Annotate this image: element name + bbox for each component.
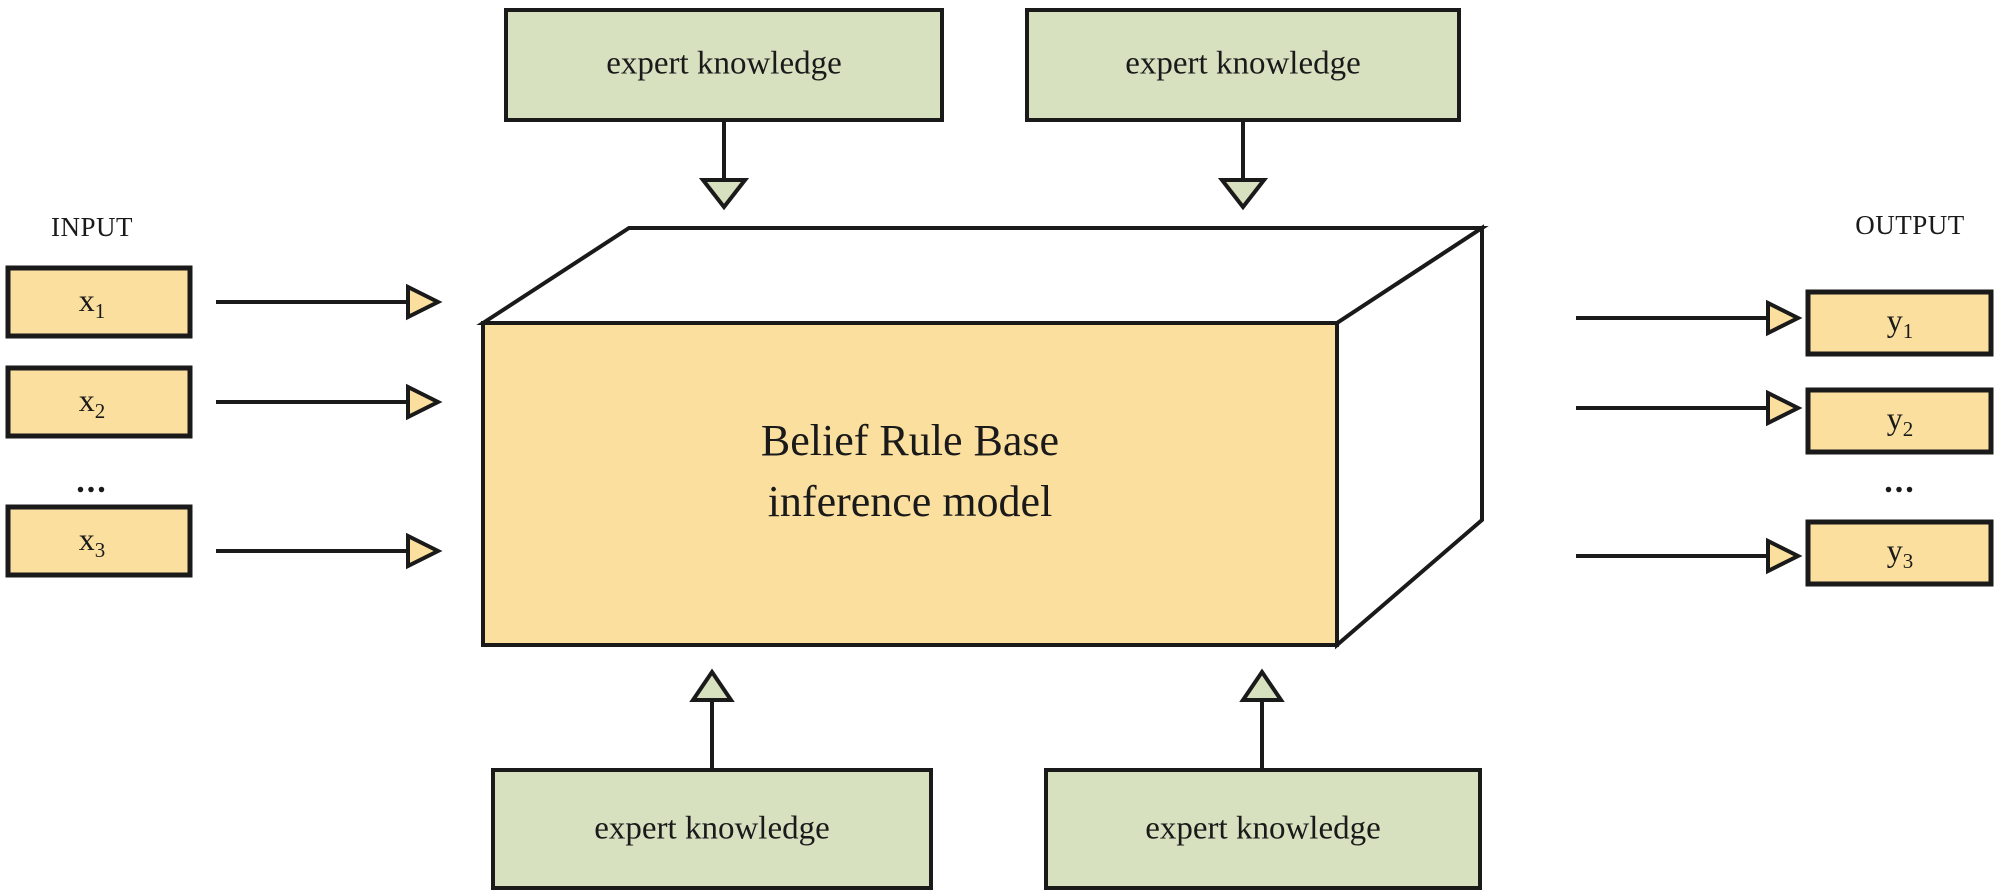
input-box-rect[interactable] [5, 265, 193, 339]
expert-box-label: expert knowledge [1145, 811, 1381, 847]
input-box-rect[interactable] [5, 365, 193, 439]
expert-box-label: expert knowledge [1125, 46, 1361, 82]
input-var-subscript: 3 [95, 538, 106, 562]
output-ellipsis: ... [1884, 463, 1916, 500]
expert-knowledge-bottom-right[interactable]: expert knowledge [1044, 768, 1482, 890]
output-var-subscript: 2 [1903, 417, 1914, 441]
input-var-base: x [79, 382, 95, 418]
input-var-subscript: 1 [95, 299, 106, 323]
arrow-head-right-icon [1766, 299, 1803, 337]
output-heading: OUTPUT [1855, 210, 1965, 240]
arrow-head-right-icon [406, 532, 443, 570]
expert-knowledge-top-left[interactable]: expert knowledge [504, 8, 944, 122]
arrow-head-right-icon [406, 283, 443, 321]
expert-box-rect[interactable] [504, 8, 944, 122]
output-item-y1[interactable]: y1 [1805, 289, 1994, 357]
input-var-base: x [79, 521, 95, 557]
expert-box-rect[interactable] [1025, 8, 1461, 122]
expert-knowledge-top-right[interactable]: expert knowledge [1025, 8, 1461, 122]
output-box-rect[interactable] [1805, 387, 1994, 455]
expert-box-rect[interactable] [491, 768, 933, 890]
core-label-line2: inference model [768, 477, 1053, 526]
arrow-expert-bottom-right-up [1239, 668, 1285, 770]
arrow-head-down-icon [1217, 178, 1269, 211]
arrow-head-up-icon [1239, 668, 1285, 702]
output-var-subscript: 1 [1903, 319, 1914, 343]
expert-knowledge-bottom-left[interactable]: expert knowledge [491, 768, 933, 890]
output-box-label: y2 [1887, 400, 1914, 440]
input-item-x3[interactable]: x3 [5, 504, 193, 578]
input-box-rect[interactable] [5, 504, 193, 578]
belief-rule-base-cuboid[interactable]: Belief Rule Base inference model [476, 224, 1489, 650]
arrow-head-right-icon [1766, 389, 1803, 427]
expert-box-label: expert knowledge [606, 46, 842, 82]
arrow-input-x1-to-core [216, 283, 443, 321]
input-var-base: x [79, 282, 95, 318]
expert-box-label: expert knowledge [594, 811, 830, 847]
arrow-expert-top-right-down [1217, 120, 1269, 211]
output-box-rect[interactable] [1805, 519, 1994, 587]
output-var-base: y [1887, 532, 1903, 568]
arrow-input-x2-to-core [216, 383, 443, 421]
output-item-y2[interactable]: y2 [1805, 387, 1994, 455]
output-item-y3[interactable]: y3 [1805, 519, 1994, 587]
input-heading: INPUT [51, 212, 133, 242]
expert-box-rect[interactable] [1044, 768, 1482, 890]
arrow-head-right-icon [1766, 537, 1803, 575]
output-box-rect[interactable] [1805, 289, 1994, 357]
arrow-head-up-icon [689, 668, 735, 702]
input-item-x2[interactable]: x2 [5, 365, 193, 439]
arrow-expert-bottom-left-up [689, 668, 735, 770]
core-label-line1: Belief Rule Base [761, 416, 1059, 465]
cuboid-front-face[interactable] [481, 321, 1339, 647]
arrow-expert-top-left-down [698, 120, 750, 211]
output-box-label: y1 [1887, 302, 1914, 342]
arrow-core-to-output-y1 [1576, 299, 1803, 337]
output-var-base: y [1887, 400, 1903, 436]
arrow-head-right-icon [406, 383, 443, 421]
output-var-subscript: 3 [1903, 549, 1914, 573]
input-box-label: x3 [79, 521, 106, 561]
input-ellipsis: ... [76, 463, 108, 500]
input-var-subscript: 2 [95, 399, 106, 423]
output-var-base: y [1887, 302, 1903, 338]
arrow-core-to-output-y3 [1576, 537, 1803, 575]
input-box-label: x2 [79, 382, 106, 422]
arrow-head-down-icon [698, 178, 750, 211]
input-item-x1[interactable]: x1 [5, 265, 193, 339]
arrow-input-x3-to-core [216, 532, 443, 570]
cuboid-top-face [476, 226, 1489, 325]
output-box-label: y3 [1887, 532, 1914, 572]
arrow-core-to-output-y2 [1576, 389, 1803, 427]
input-box-label: x1 [79, 282, 106, 322]
